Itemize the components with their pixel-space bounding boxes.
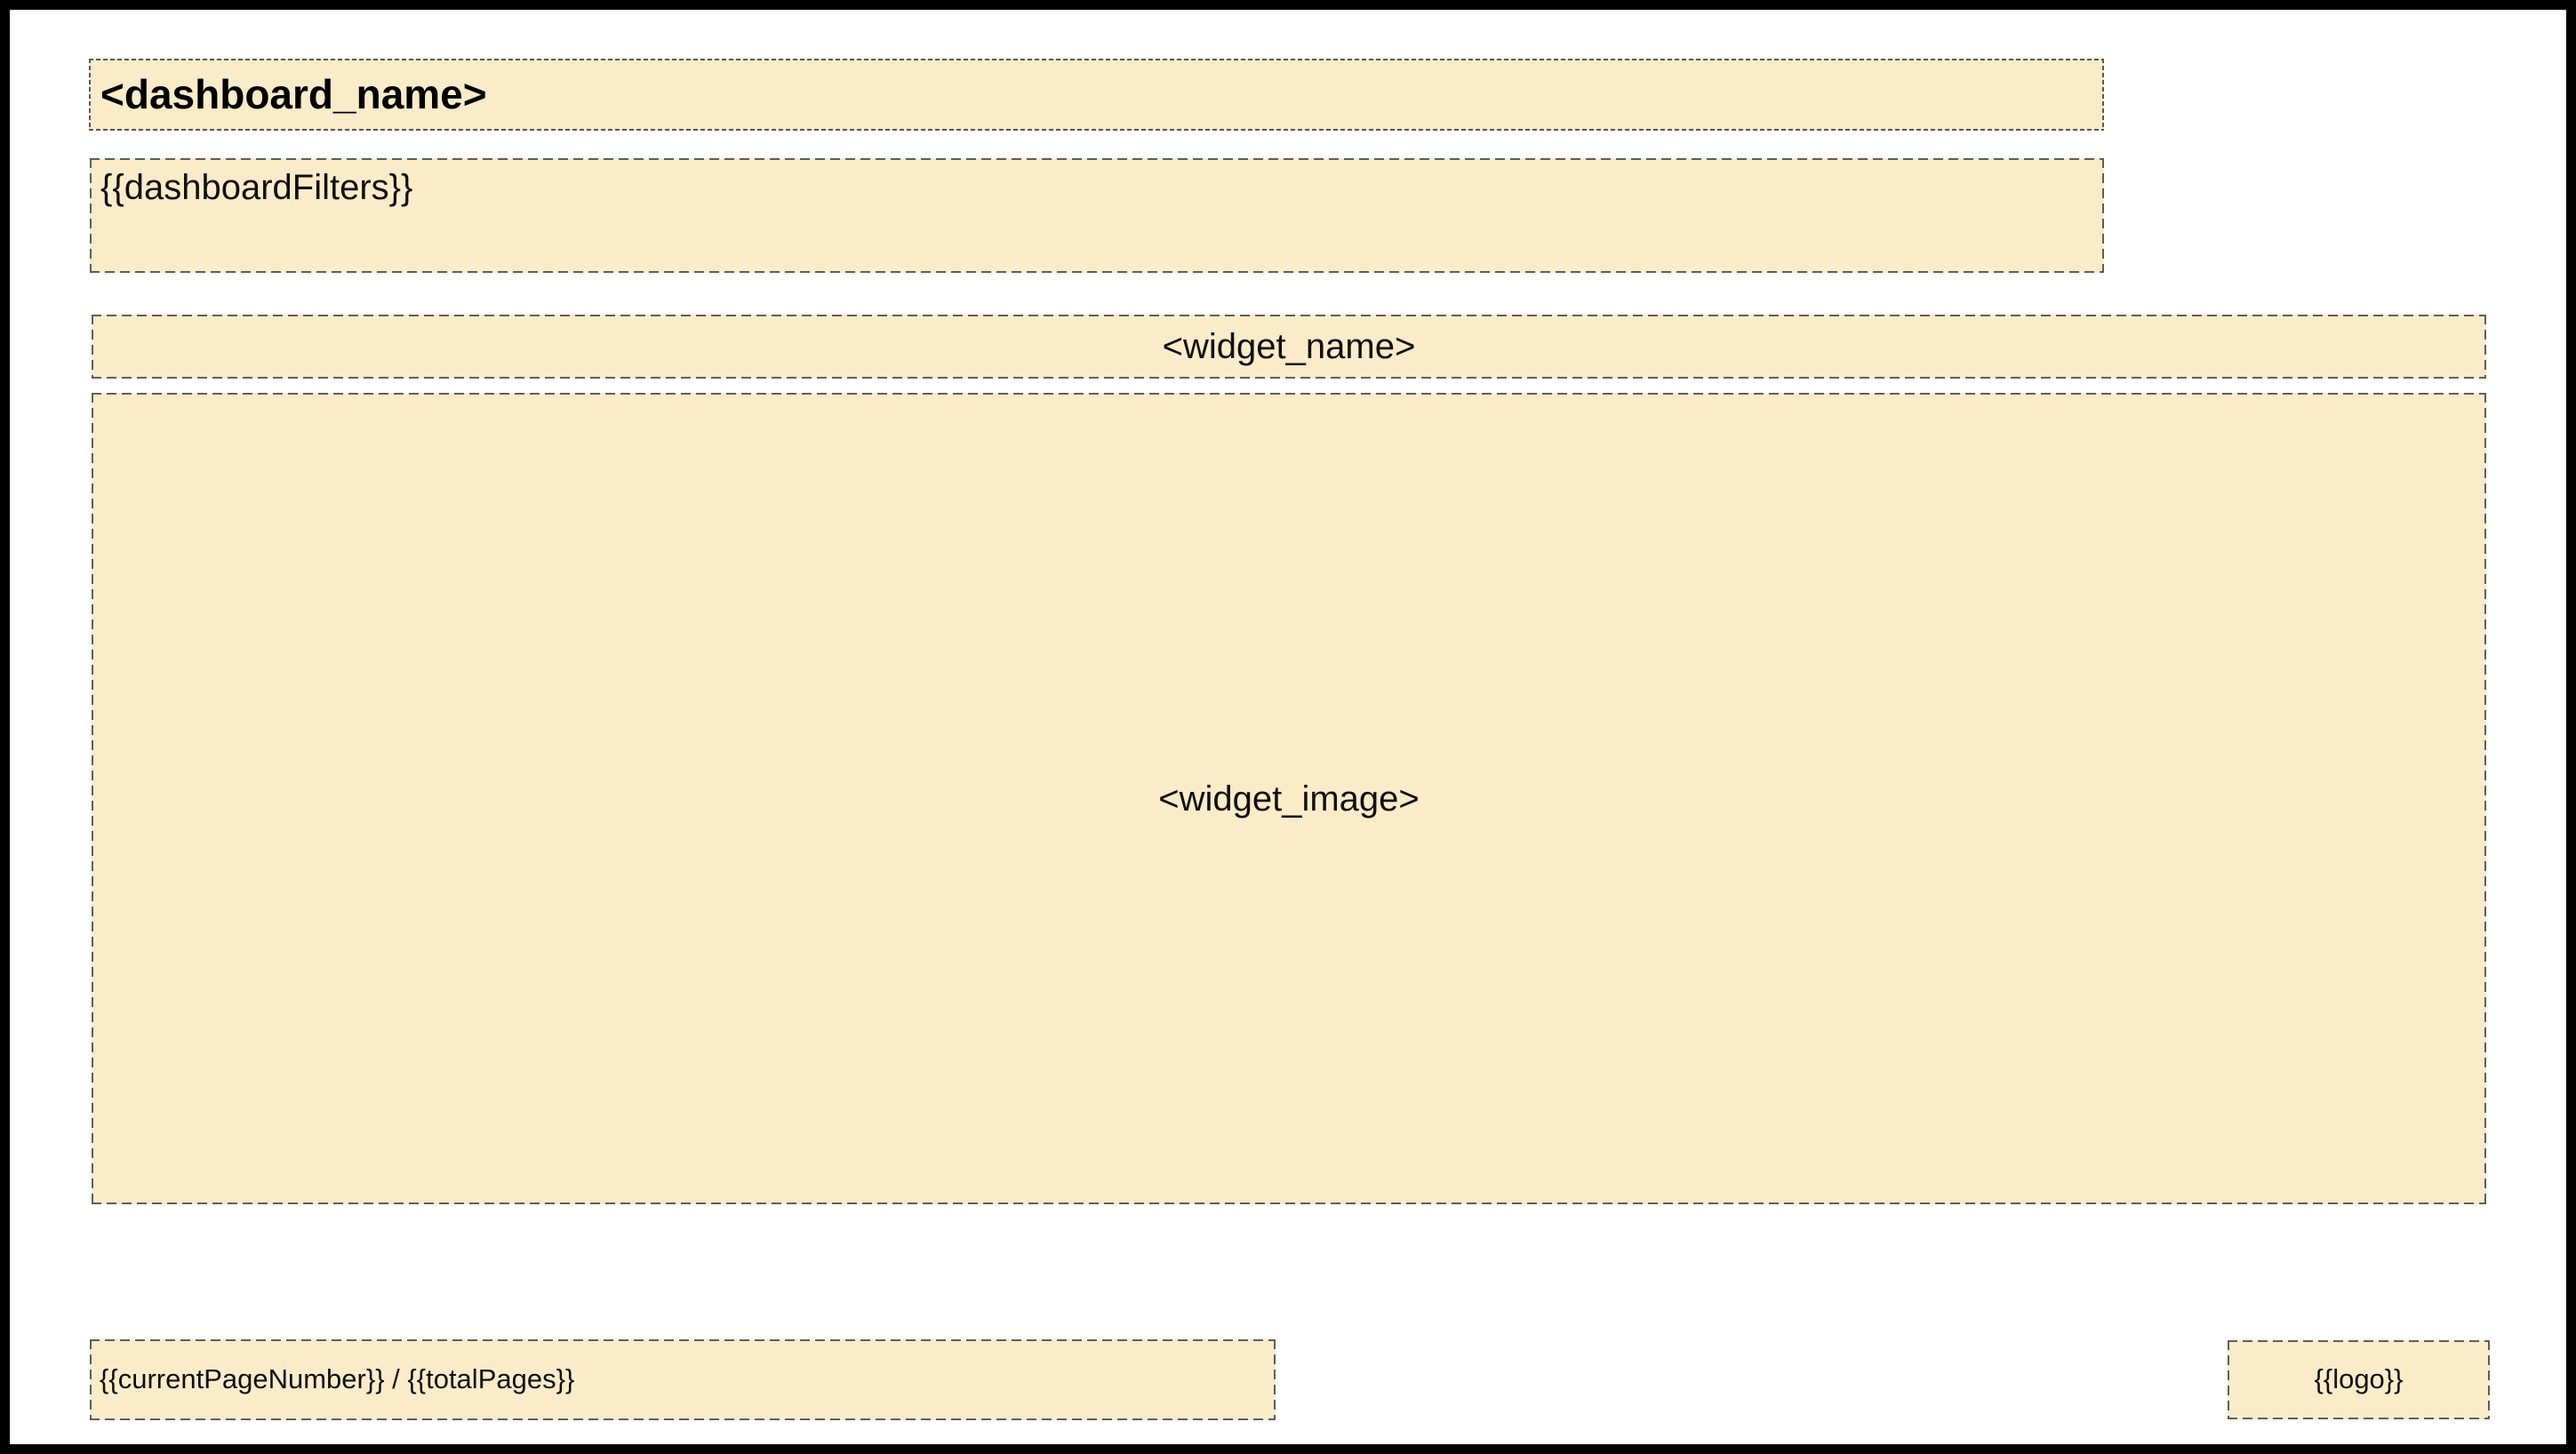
logo-placeholder-text: {{logo}} <box>2314 1363 2404 1395</box>
page-number-placeholder-text: {{currentPageNumber}} / {{totalPages}} <box>100 1363 575 1395</box>
widget-image-block: <widget_image> <box>92 393 2486 1204</box>
dashboard-filters-placeholder-text: {{dashboardFilters}} <box>100 168 413 207</box>
widget-name-block: <widget_name> <box>92 315 2486 379</box>
logo-block: {{logo}} <box>2228 1340 2490 1419</box>
dashboard-filters-block: {{dashboardFilters}} <box>90 158 2104 273</box>
widget-name-placeholder-text: <widget_name> <box>1162 327 1416 366</box>
widget-image-placeholder-text: <widget_image> <box>1158 779 1420 819</box>
dashboard-name-placeholder-text: <dashboard_name> <box>100 70 487 117</box>
page-number-block: {{currentPageNumber}} / {{totalPages}} <box>90 1339 1276 1420</box>
report-template-page: <dashboard_name> {{dashboardFilters}} <w… <box>10 10 2566 1444</box>
dashboard-name-block: <dashboard_name> <box>89 59 2104 131</box>
